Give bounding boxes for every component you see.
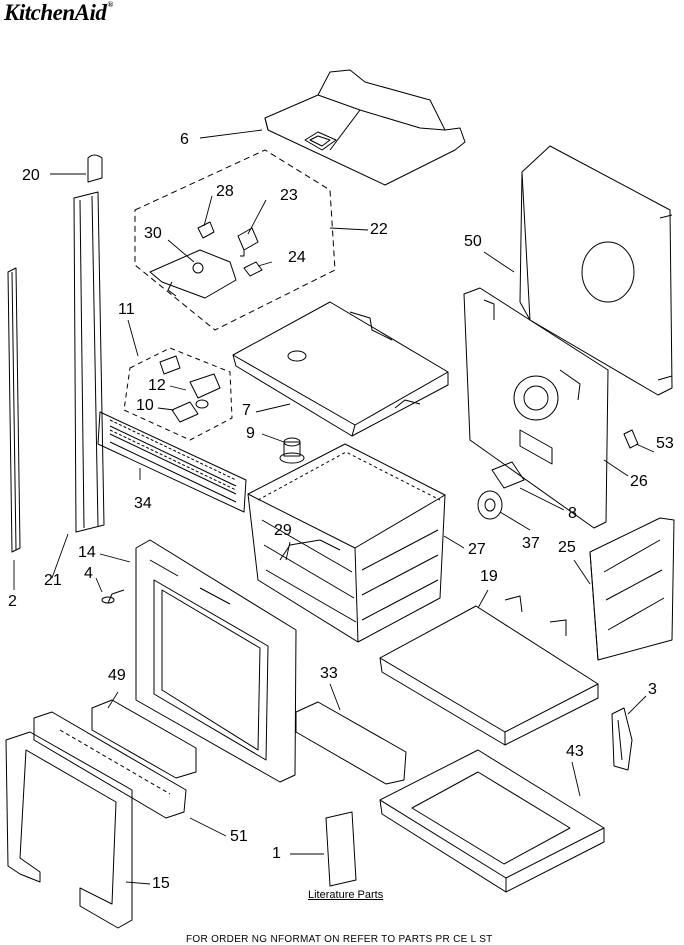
callout-27: 27 — [468, 541, 486, 558]
callout-3: 3 — [648, 681, 657, 698]
literature-parts-label: Literature Parts — [308, 889, 384, 901]
part-vent-trim — [33, 711, 187, 819]
callout-12: 12 — [148, 377, 166, 394]
registered-mark: ® — [107, 0, 113, 9]
callout-1: 1 — [272, 845, 281, 862]
callout-53: 53 — [656, 435, 674, 452]
callout-6: 6 — [180, 131, 189, 148]
part-bottom-tray — [379, 749, 605, 893]
part-element-29 — [279, 539, 341, 561]
callout-24: 24 — [288, 249, 306, 266]
callout-8: 8 — [568, 505, 577, 522]
callout-43: 43 — [566, 743, 584, 760]
ordering-info-footer: FOR ORDER NG NFORMAT ON REFER TO PARTS P… — [186, 934, 493, 945]
part-back-cover — [519, 145, 673, 396]
part-bracket-53 — [623, 429, 639, 449]
callout-51: 51 — [230, 828, 248, 845]
part-gasket — [477, 490, 503, 520]
part-oven-cavity — [247, 443, 446, 643]
callout-19: 19 — [480, 568, 498, 585]
part-door-gasket — [5, 731, 133, 929]
leader-lines — [13, 129, 655, 885]
part-hinge-bracket — [611, 707, 633, 771]
callout-20: 20 — [22, 167, 40, 184]
callout-7: 7 — [242, 402, 251, 419]
part-oven-top — [232, 301, 449, 437]
part-harness-group — [123, 347, 233, 441]
part-bottom-panel — [379, 595, 599, 746]
part-literature — [325, 811, 357, 887]
part-side-trim — [73, 191, 105, 533]
part-screw — [101, 589, 125, 604]
callout-26: 26 — [630, 473, 648, 490]
callout-2: 2 — [8, 593, 17, 610]
callout-30: 30 — [144, 225, 162, 242]
callout-50: 50 — [464, 233, 482, 250]
callout-14: 14 — [78, 544, 96, 561]
callout-25: 25 — [558, 539, 576, 556]
callout-34: 34 — [134, 495, 152, 512]
part-side-panel — [589, 517, 675, 661]
callout-22: 22 — [370, 221, 388, 238]
callout-21: 21 — [44, 572, 62, 589]
callout-15: 15 — [152, 875, 170, 892]
part-trim-33 — [295, 701, 407, 785]
part-rear-panel — [463, 287, 609, 529]
callout-33: 33 — [320, 665, 338, 682]
callout-37: 37 — [522, 535, 540, 552]
callout-29: 29 — [274, 522, 292, 539]
callout-10: 10 — [136, 397, 154, 414]
callout-4: 4 — [84, 565, 93, 582]
callout-9: 9 — [246, 425, 255, 442]
part-rail — [7, 267, 21, 553]
part-control-assembly-group — [134, 149, 336, 331]
part-vent-panel — [97, 411, 247, 513]
callout-49: 49 — [108, 667, 126, 684]
part-sensor — [491, 461, 525, 489]
part-trim-49 — [91, 699, 197, 779]
brand-name: KitchenAid — [4, 0, 107, 25]
part-front-frame — [135, 539, 297, 783]
part-top-cover — [264, 69, 466, 186]
callout-23: 23 — [280, 187, 298, 204]
brand-logo: KitchenAid® — [4, 0, 113, 26]
callout-28: 28 — [216, 183, 234, 200]
part-clip-20 — [87, 154, 103, 183]
callout-11: 11 — [118, 301, 135, 318]
